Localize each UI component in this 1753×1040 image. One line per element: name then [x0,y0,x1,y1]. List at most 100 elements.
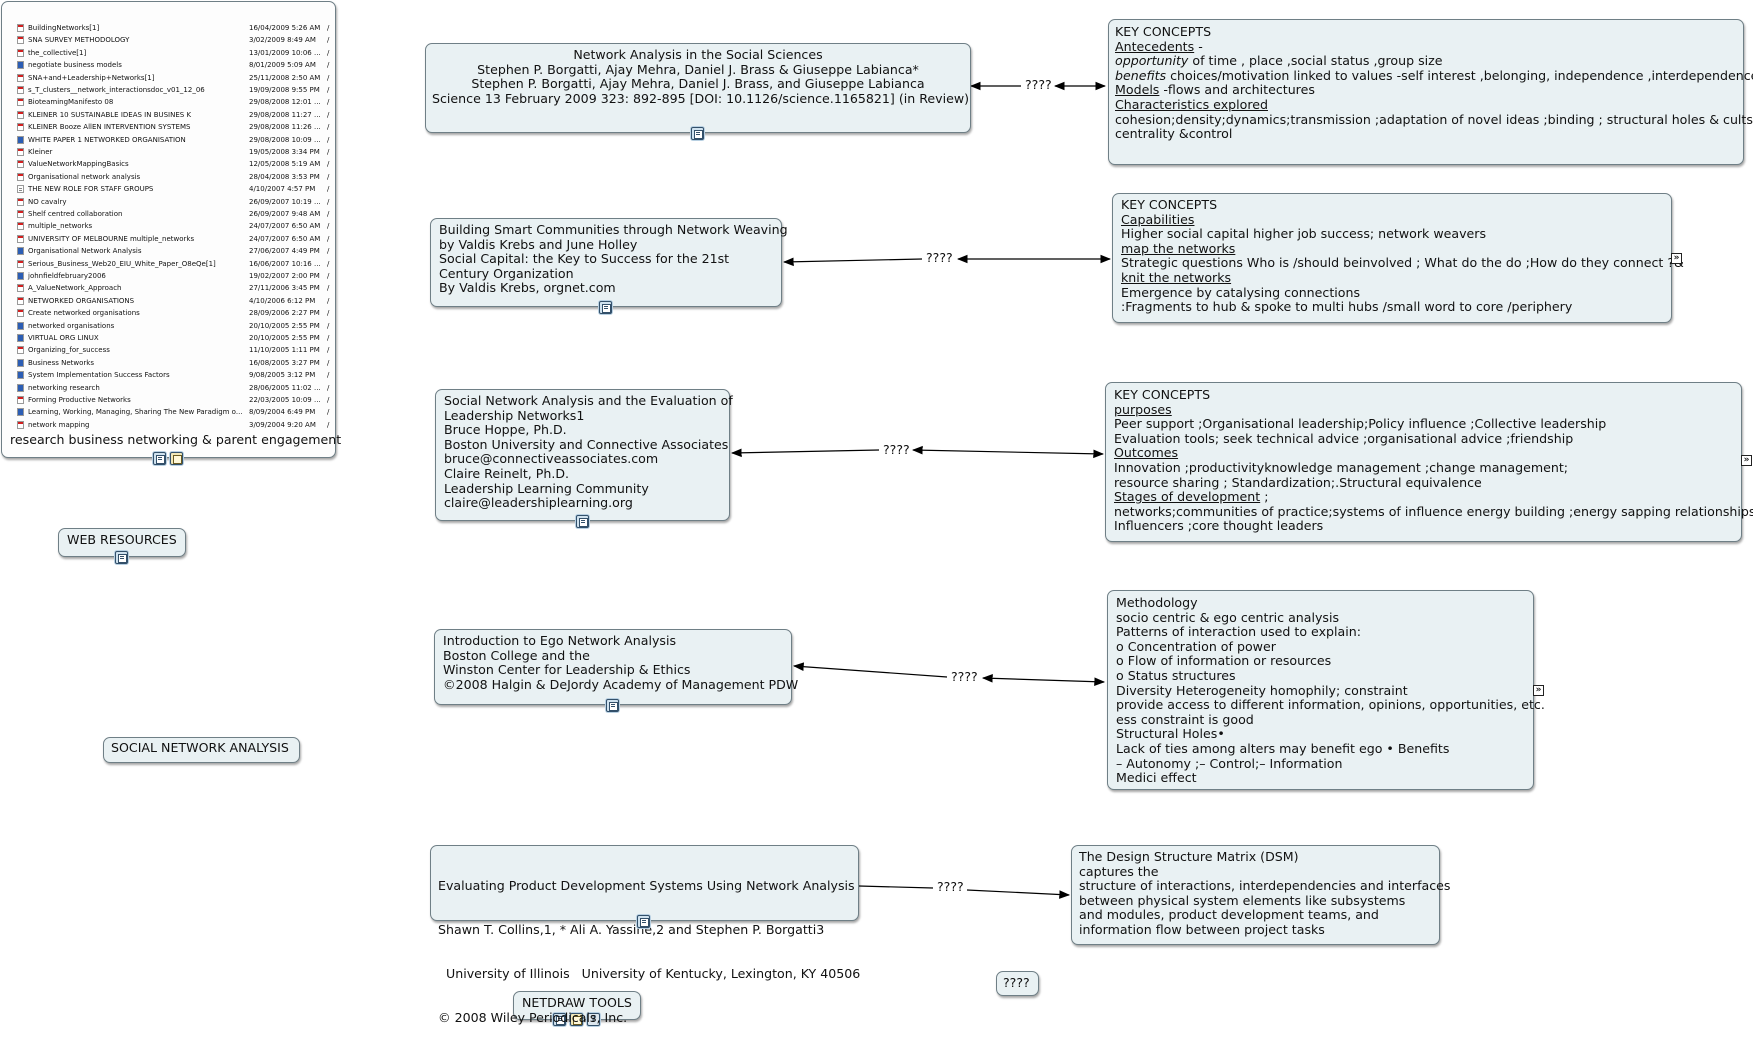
file-list-item[interactable]: KLEINER 10 SUSTAINABLE IDEAS IN BUSINES … [14,109,332,121]
notes-icon[interactable] [553,1013,566,1026]
word-file-icon [17,334,24,342]
file-list-item[interactable]: s_T_clusters__network_interactionsdoc_v0… [14,84,332,96]
file-date: 16/04/2009 5:26 AM [249,24,321,32]
paper-ego-network[interactable]: Introduction to Ego Network Analysis Bos… [434,629,798,705]
paper-line: Social Network Analysis and the Evaluati… [444,393,733,408]
paper-hoppe[interactable]: Social Network Analysis and the Evaluati… [435,389,733,521]
notes-icon[interactable] [599,301,612,314]
topic-netdraw-tools[interactable]: NETDRAW TOOLS [513,991,641,1020]
file-name: BioteamingManifesto 08 [28,98,114,107]
paper-line: bruce@connectiveassociates.com [444,451,659,467]
methodology-concepts[interactable]: Methodology socio centric & ego centric … [1107,590,1545,790]
relationship-line-5b[interactable] [966,889,1071,899]
file-column-marker: / [327,48,330,57]
relationship-line-4[interactable] [792,662,948,678]
expand-icon[interactable]: » [1741,455,1752,466]
key-concepts-2[interactable]: KEY CONCEPTS Capabilities Higher social … [1112,193,1684,323]
file-name: negotiate business models [28,61,122,70]
relationship-label[interactable]: ???? [924,250,955,265]
paper-borgatti[interactable]: Network Analysis in the Social Sciences … [425,43,971,133]
file-date: 27/06/2007 4:49 PM [249,247,320,256]
file-date: 20/10/2005 2:55 PM [249,321,320,330]
notes-icon[interactable] [153,452,166,465]
file-list-item[interactable]: the_collective[1]13/01/2009 10:06 .../ [14,47,332,59]
pdf-file-icon [17,172,24,181]
notes-icon[interactable] [606,699,619,712]
expand-icon[interactable]: » [1671,253,1682,264]
concepts-text: Higher social capital higher job success… [1121,226,1487,242]
dsm-concepts[interactable]: The Design Structure Matrix (DSM) captur… [1071,845,1450,945]
relationship-line-5[interactable] [858,885,934,889]
pdf-file-icon [17,396,24,404]
expand-icon[interactable]: » [1533,685,1544,696]
key-concepts-1[interactable]: KEY CONCEPTS Antecedents - opportunity o… [1108,19,1753,165]
relationship-line-3[interactable] [730,448,880,458]
topic-label: SOCIAL NETWORK ANALYSIS [111,740,289,755]
file-list-item[interactable]: KLEINER Booze AllEN INTERVENTION SYSTEMS… [14,121,332,133]
notes-icon[interactable] [691,127,704,140]
attachment-icon[interactable] [570,1013,583,1026]
relationship-label[interactable]: ???? [881,442,912,457]
relationship-line-2[interactable] [782,257,923,267]
file-list-item[interactable]: Learning, Working, Managing, Sharing The… [14,406,332,418]
relationship-label[interactable]: ???? [1023,77,1054,92]
topic-floating-unknown[interactable]: ???? [996,971,1039,996]
file-list-item[interactable]: UNIVERSITY OF MELBOURNE multiple_network… [14,233,332,245]
topic-social-network-analysis[interactable]: SOCIAL NETWORK ANALYSIS [103,737,300,763]
word-file-icon [17,383,24,392]
attachment-icon[interactable] [170,452,183,465]
pdf-file-icon [17,420,24,429]
file-list-item[interactable]: SNA+and+Leadership+Networks[1]25/11/2008… [14,72,332,84]
concepts-text: between physical system elements like su… [1079,892,1406,908]
file-list-item[interactable]: BuildingNetworks[1]16/04/2009 5:26 AM/ [14,22,332,34]
relationship-line-3b[interactable] [911,445,1105,459]
file-list-topic[interactable]: BuildingNetworks[1]16/04/2009 5:26 AM/SN… [1,1,341,458]
paper-krebs[interactable]: Building Smart Communities through Netwo… [430,218,788,307]
help-icon[interactable]: ? [587,1013,600,1026]
file-name: NO cavalry [28,197,67,206]
word-file-icon [17,358,24,367]
paper-collins[interactable]: Evaluating Product Development Systems U… [430,845,860,1024]
concepts-heading: knit the networks [1121,269,1232,285]
concepts-heading: Models [1115,82,1160,98]
relationship-label[interactable]: ???? [935,879,966,894]
notes-icon[interactable] [637,915,650,928]
file-list-item[interactable]: Serious_Business_Web20_EIU_White_Paper_O… [14,258,332,270]
notes-icon[interactable] [576,515,589,528]
relationship-label[interactable]: ???? [949,669,980,684]
file-column-marker: / [327,185,330,194]
file-date: 19/05/2008 3:34 PM [249,148,320,156]
file-date: 27/11/2006 3:45 PM [249,284,320,293]
file-name: Serious_Business_Web20_EIU_White_Paper_O… [28,259,216,268]
relationship-line-4b[interactable] [981,674,1106,686]
key-concepts-3[interactable]: KEY CONCEPTS purposes Peer support ;Orga… [1105,382,1753,542]
file-date: 4/10/2006 6:12 PM [249,296,316,305]
notes-icon[interactable] [115,551,128,564]
file-name: Forming Productive Networks [28,396,131,404]
file-column-marker: / [327,371,330,380]
